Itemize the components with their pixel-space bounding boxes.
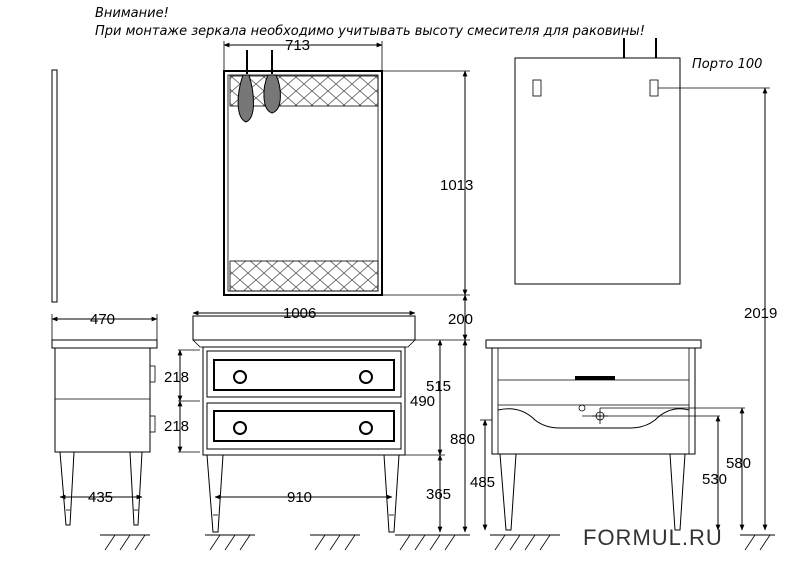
- dim-side-depth: 470: [51, 311, 158, 340]
- dim-530: 530: [702, 471, 727, 488]
- dim-1013: 1013: [440, 177, 473, 194]
- side-cabinet: [51, 339, 158, 526]
- front-mirror: [223, 70, 383, 296]
- side-mirror: [51, 69, 58, 303]
- dim-verticals: 200 515 490 365 880: [405, 294, 475, 533]
- dim-back: 485 530 580: [470, 407, 751, 531]
- warning-text: При монтаже зеркала необходимо учитывать…: [95, 24, 645, 39]
- right-mirror: [514, 38, 770, 285]
- dim-880: 880: [450, 431, 475, 448]
- dim-mirror-height: 1013: [382, 70, 473, 296]
- front-cabinet: [192, 315, 416, 533]
- dim-580: 580: [726, 455, 751, 472]
- dim-490: 490: [410, 393, 435, 410]
- dim-total-height: 2019: [744, 87, 777, 531]
- dim-435: 435: [88, 489, 113, 506]
- model-label: Порто 100: [692, 57, 762, 72]
- dim-910: 910: [287, 489, 312, 506]
- dim-485: 485: [470, 474, 495, 491]
- dim-drawers: 218 218: [164, 349, 200, 453]
- dim-200: 200: [448, 311, 473, 328]
- floor-hatching: [100, 534, 775, 551]
- brand-watermark: FORMUL.RU: [583, 525, 723, 550]
- faucet-icon: [237, 50, 281, 123]
- dim-713: 713: [285, 37, 310, 54]
- dim-legs-depth: 435: [59, 489, 143, 506]
- dim-470: 470: [90, 311, 115, 328]
- dim-218-bottom: 218: [164, 418, 189, 435]
- warning-title: Внимание!: [95, 6, 169, 21]
- dim-2019: 2019: [744, 305, 777, 322]
- dim-top-width: 1006: [192, 305, 416, 322]
- dim-365: 365: [426, 486, 451, 503]
- dim-515: 515: [426, 378, 451, 395]
- dim-legs-width: 910: [214, 489, 393, 506]
- back-cabinet: [485, 339, 702, 531]
- dim-1006: 1006: [283, 305, 316, 322]
- dim-218-top: 218: [164, 369, 189, 386]
- dim-mirror-width: 713: [223, 37, 383, 71]
